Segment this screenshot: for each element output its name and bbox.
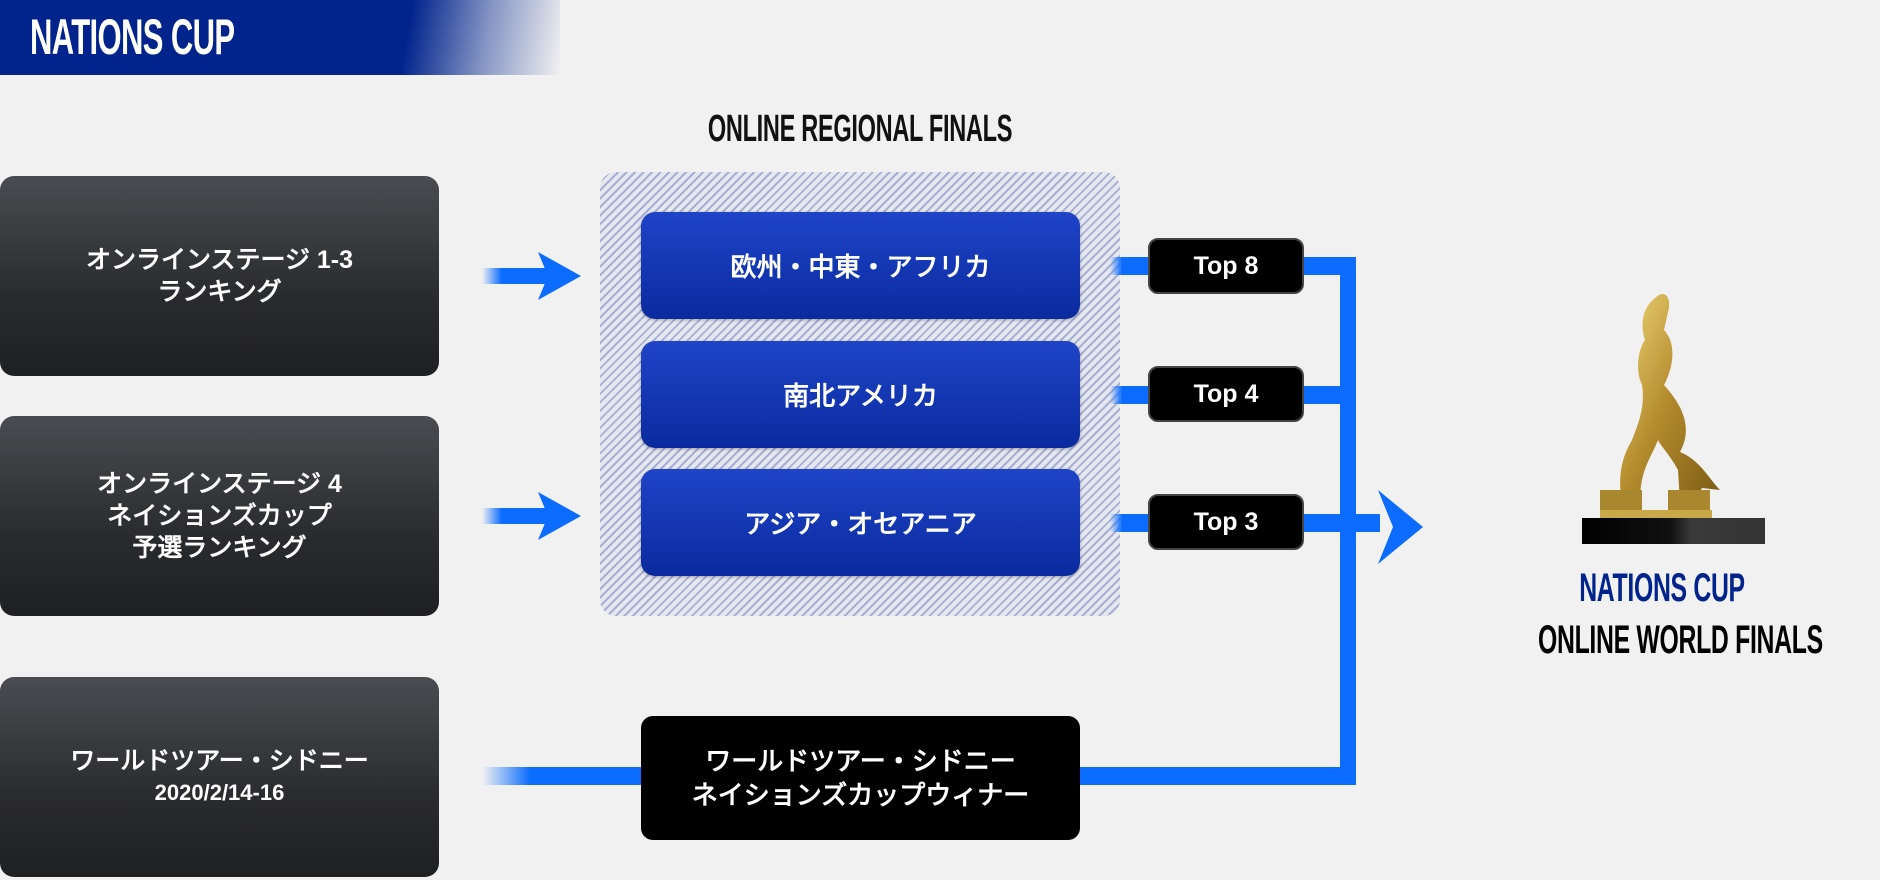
source-label: オンラインステージ 1-3 <box>85 246 354 274</box>
source-label: ワールドツアー・シドニー <box>70 747 369 775</box>
header-banner <box>0 0 560 75</box>
connector-line <box>1078 767 1356 785</box>
trophy-icon <box>1582 293 1765 544</box>
regional-finals-title: ONLINE REGIONAL FINALS <box>707 108 1013 150</box>
source-label: ランキング <box>157 278 282 306</box>
connector-line <box>1110 386 1150 404</box>
winner-label: ネイションズカップウィナー <box>691 780 1030 810</box>
winner-label: ワールドツアー・シドニー <box>705 746 1016 776</box>
source-label: 予選ランキング <box>132 534 307 562</box>
connector-line <box>482 767 644 785</box>
source-label: 2020/2/14-16 <box>154 780 285 805</box>
source-label: ネイションズカップ <box>107 502 332 530</box>
source-box-world-tour-sydney: ワールドツアー・シドニー 2020/2/14-16 <box>0 677 439 877</box>
connector-line <box>1110 514 1150 532</box>
qualifier-top-8: Top 8 <box>1148 238 1304 294</box>
source-box-online-stage-4: オンラインステージ 4 ネイションズカップ予選ランキング <box>0 416 439 616</box>
source-box-online-stage-1-3: オンラインステージ 1-3 ランキング <box>0 176 439 376</box>
arrow-right-icon <box>482 252 581 300</box>
region-americas: 南北アメリカ <box>641 341 1080 448</box>
world-tour-winner-box: ワールドツアー・シドニーネイションズカップウィナー <box>641 716 1080 840</box>
region-asia-oceania: アジア・オセアニア <box>641 469 1080 576</box>
arrow-right-icon <box>482 492 581 540</box>
connector-line <box>1110 257 1150 275</box>
qualifier-top-3: Top 3 <box>1148 494 1304 550</box>
final-title: NATIONS CUP <box>1579 566 1745 610</box>
header-title: NATIONS CUP <box>30 9 235 65</box>
region-emea: 欧州・中東・アフリカ <box>641 212 1080 319</box>
qualifier-top-4: Top 4 <box>1148 366 1304 422</box>
arrow-right-icon <box>1378 490 1423 564</box>
final-subtitle: ONLINE WORLD FINALS <box>1538 618 1823 662</box>
source-label: オンラインステージ 4 <box>97 470 342 498</box>
connector-vertical-line <box>1340 257 1356 785</box>
